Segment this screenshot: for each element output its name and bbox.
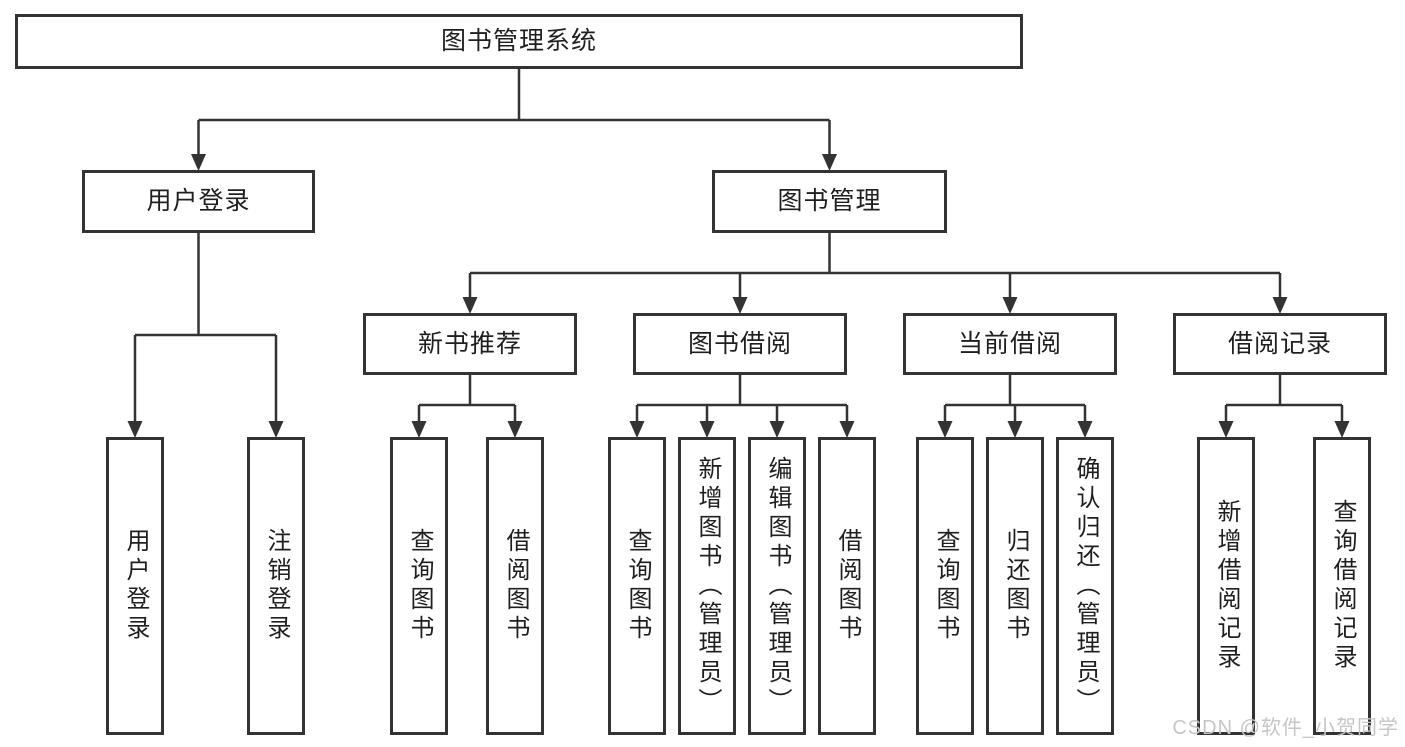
node-root: 图书管理系统 [15,14,1023,69]
node-label: 借阅记录 [1227,329,1332,358]
node-label: 查询借阅记录 [1329,499,1356,673]
leaf-return-books: 归还图书 [986,437,1044,735]
node-label: 新增借阅记录 [1213,499,1240,673]
node-label: 借阅图书 [834,528,861,644]
node-current-borrowing: 当前借阅 [903,313,1117,375]
node-label: 查询图书 [624,528,651,644]
leaf-add-books-admin: 新增图书（管理员） [678,437,736,735]
node-label: 图书借阅 [687,329,792,358]
leaf-logout: 注销登录 [247,437,305,735]
node-new-book-recommendation: 新书推荐 [363,313,577,375]
leaf-query-borrow-record: 查询借阅记录 [1313,437,1371,735]
leaf-borrow-books-newbook: 借阅图书 [486,437,544,735]
leaf-user-login: 用户登录 [106,437,164,735]
node-book-borrowing: 图书借阅 [633,313,847,375]
node-borrowing-records: 借阅记录 [1173,313,1387,375]
node-label: 查询图书 [406,528,433,644]
node-label: 查询图书 [932,528,959,644]
node-label: 图书管理系统 [440,27,597,55]
node-label: 当前借阅 [957,329,1062,358]
node-user-login: 用户登录 [82,170,315,233]
leaf-edit-books-admin: 编辑图书（管理员） [748,437,806,735]
node-label: 用户登录 [122,528,149,644]
node-label: 新书推荐 [417,329,522,358]
node-label: 图书管理 [777,187,882,215]
node-label: 注销登录 [263,528,290,644]
node-label: 编辑图书（管理员） [764,455,791,717]
node-label: 借阅图书 [502,528,529,644]
leaf-confirm-return-admin: 确认归还（管理员） [1056,437,1114,735]
leaf-add-borrow-record: 新增借阅记录 [1197,437,1255,735]
node-book-management: 图书管理 [712,170,947,233]
leaf-query-books-newbook: 查询图书 [390,437,448,735]
node-label: 用户登录 [146,187,251,215]
node-label: 归还图书 [1002,528,1029,644]
leaf-query-books-current: 查询图书 [916,437,974,735]
node-label: 新增图书（管理员） [694,455,721,717]
watermark: CSDN @软件_小贺同学 [1172,717,1399,739]
leaf-query-books-borrowing: 查询图书 [608,437,666,735]
node-label: 确认归还（管理员） [1072,455,1099,717]
leaf-borrow-books-borrowing: 借阅图书 [818,437,876,735]
